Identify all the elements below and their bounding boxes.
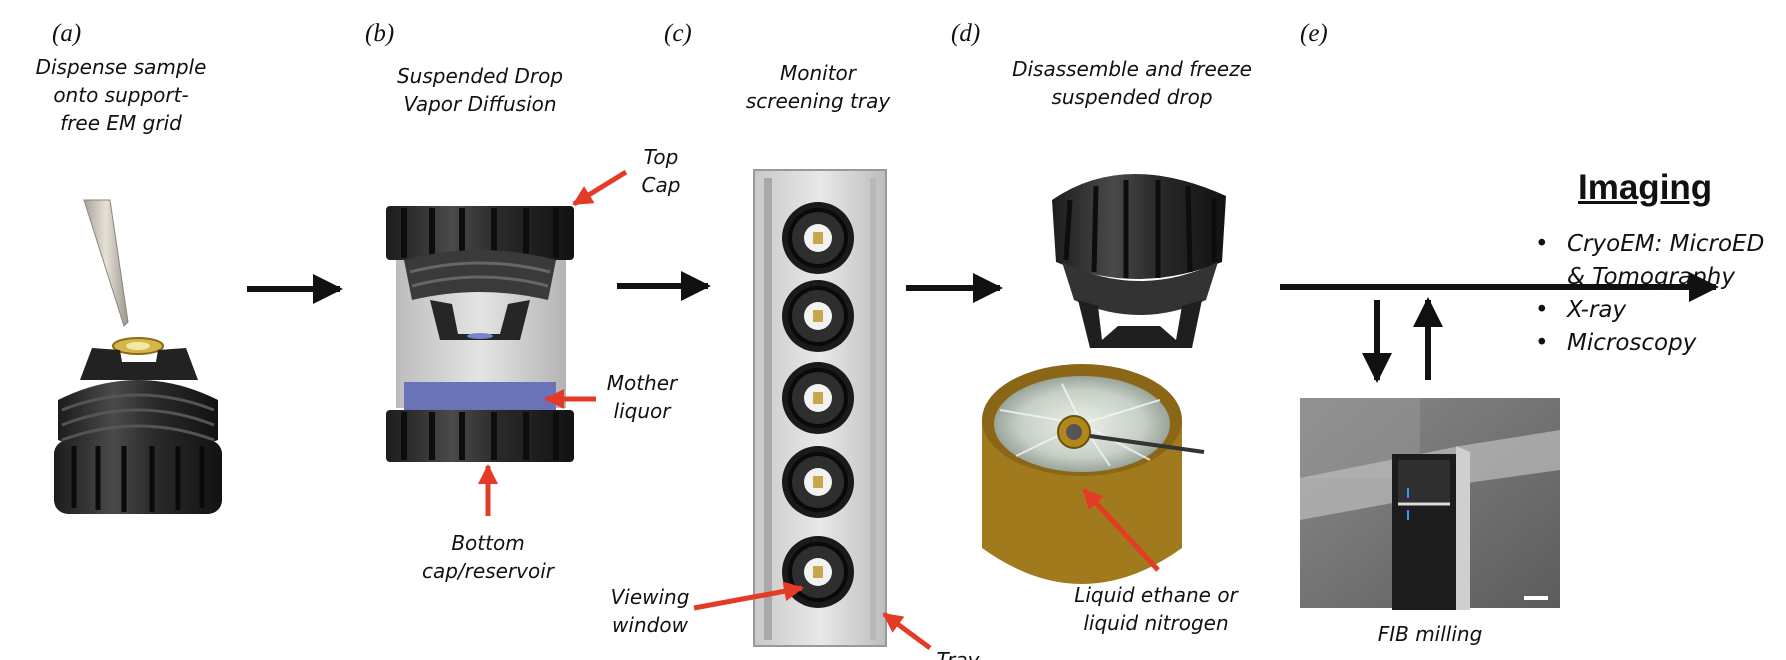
- imaging-item-microscopy: • Microscopy: [1535, 330, 1697, 356]
- top-cap-label: Top Cap: [641, 145, 681, 197]
- caption-a: Dispense sample onto support- free EM gr…: [35, 55, 207, 135]
- bottom-cap-label: Bottom cap/reservoir: [421, 531, 554, 583]
- tray-well: [782, 280, 854, 352]
- fib-milling-label: FIB milling: [1377, 622, 1483, 646]
- tray-well: [782, 202, 854, 274]
- disassembled-top-cap: [1052, 173, 1226, 348]
- mother-liquor-label: Mother liquor: [606, 371, 678, 423]
- grid-holder-cap: [54, 337, 222, 514]
- tray-well: [782, 446, 854, 518]
- viewing-window-label: Viewing window: [610, 585, 690, 637]
- tray-arrow: [882, 611, 932, 651]
- viewing-window-arrow: [693, 581, 804, 611]
- top-cap-pointer: [572, 169, 628, 207]
- tray-well: [782, 362, 854, 434]
- fib-milling-image: [1300, 398, 1560, 610]
- imaging-list: • CryoEM: MicroED & Tomography • X-ray •…: [1535, 228, 1764, 360]
- panel-label-a: (a): [52, 20, 82, 47]
- imaging-item-xray: • X-ray: [1535, 297, 1627, 323]
- caption-b: Suspended Drop Vapor Diffusion: [396, 64, 564, 116]
- imaging-item-cryoem: • CryoEM: MicroED & Tomography: [1535, 231, 1765, 290]
- tray-label: Tray: [936, 648, 980, 660]
- panel-label-e: (e): [1300, 20, 1328, 47]
- cryogen-pointer: [1082, 488, 1160, 572]
- panel-label-d: (d): [951, 20, 981, 47]
- caption-d: Disassemble and freeze suspended drop: [1012, 57, 1252, 109]
- cryogen-label: Liquid ethane or liquid nitrogen: [1074, 583, 1238, 635]
- imaging-title: Imaging: [1578, 168, 1713, 207]
- pipette-tip: [83, 199, 129, 327]
- panel-label-b: (b): [365, 20, 395, 47]
- panel-label-c: (c): [664, 20, 692, 47]
- caption-c: Monitor screening tray: [745, 61, 891, 113]
- vapor-diffusion-vessel: [386, 206, 574, 462]
